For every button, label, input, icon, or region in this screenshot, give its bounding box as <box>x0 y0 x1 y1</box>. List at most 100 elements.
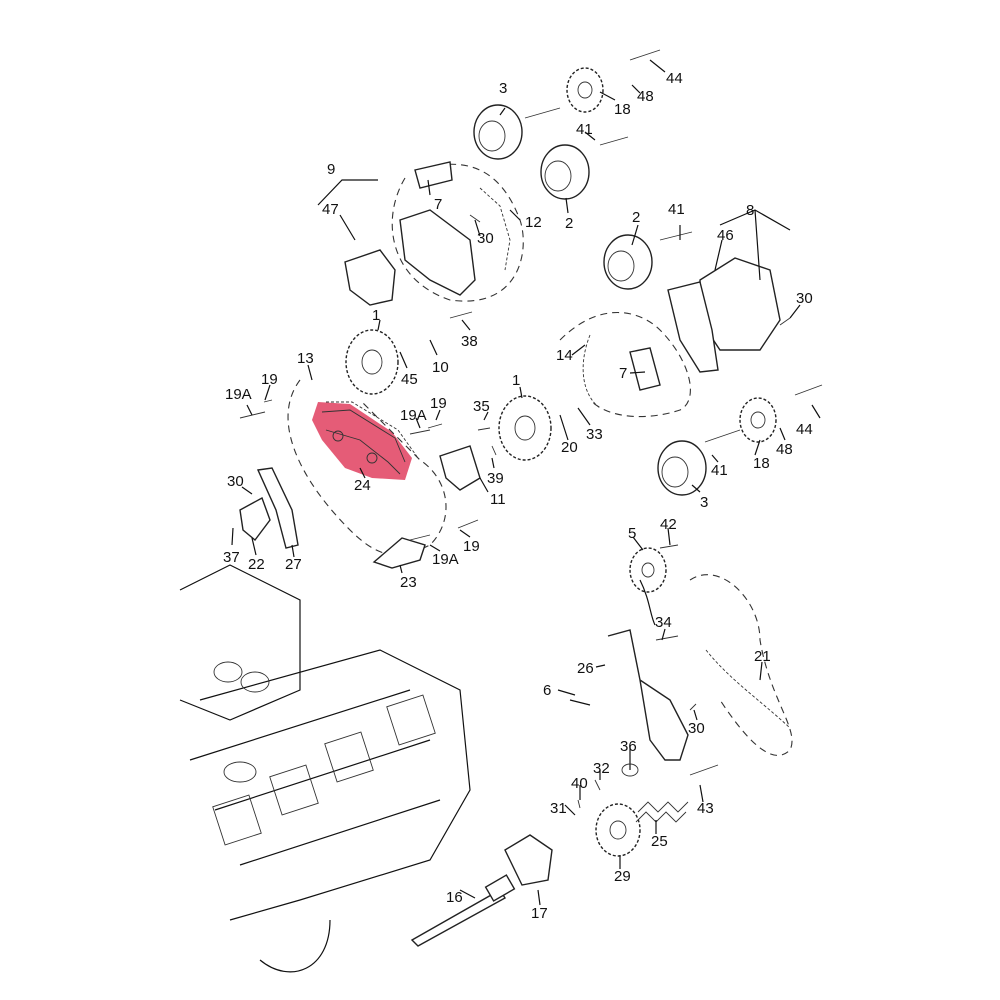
sprocket-1-middle <box>498 395 552 461</box>
label-43: 43 <box>697 800 714 817</box>
spring-25 <box>635 801 689 823</box>
label-9: 9 <box>327 161 335 178</box>
label-38: 38 <box>461 333 478 350</box>
label-17: 17 <box>531 905 548 922</box>
label-46: 46 <box>717 227 734 244</box>
label-40: 40 <box>571 775 588 792</box>
label-21: 21 <box>754 648 771 665</box>
label-47: 47 <box>322 201 339 218</box>
label-33: 33 <box>586 426 603 443</box>
guide-rail-27 <box>256 467 299 549</box>
label-14: 14 <box>556 347 573 364</box>
bracket-47 <box>344 249 396 306</box>
label-25: 25 <box>651 833 668 850</box>
sprocket-18-right <box>739 397 777 443</box>
label-20: 20 <box>561 439 578 456</box>
label-30: 30 <box>796 290 813 307</box>
label-45: 45 <box>401 371 418 388</box>
label-41: 41 <box>711 462 728 479</box>
label-29: 29 <box>614 868 631 885</box>
callout-labels: 44 48 18 3 41 2 9 47 7 30 12 8 2 41 46 3… <box>223 70 813 922</box>
shaft-16 <box>410 889 506 947</box>
camshaft-adjuster-2-right <box>603 234 653 290</box>
label-48: 48 <box>637 88 654 105</box>
guide-7-top <box>414 161 453 189</box>
label-27: 27 <box>285 556 302 573</box>
label-23: 23 <box>400 574 417 591</box>
sprocket-29 <box>595 803 641 857</box>
label-5: 5 <box>628 525 636 542</box>
camshaft-adjuster-3-top <box>473 104 523 160</box>
label-2: 2 <box>632 209 640 226</box>
label-37: 37 <box>223 549 240 566</box>
label-44: 44 <box>796 421 813 438</box>
guide-7-right <box>629 347 661 391</box>
bolts <box>239 49 823 809</box>
label-2: 2 <box>565 215 573 232</box>
engine-block <box>179 564 471 973</box>
leader-lines <box>231 59 821 906</box>
label-18: 18 <box>614 101 631 118</box>
label-30: 30 <box>227 473 244 490</box>
label-42: 42 <box>660 516 677 533</box>
label-26: 26 <box>577 660 594 677</box>
label-35: 35 <box>473 398 490 415</box>
label-1: 1 <box>372 307 380 324</box>
label-12: 12 <box>525 214 542 231</box>
chain-21 <box>705 649 791 729</box>
bracket-8 <box>667 281 719 373</box>
chain-outline-lower <box>689 574 793 756</box>
chain-12 <box>479 187 511 271</box>
label-19A: 19A <box>400 407 427 424</box>
rail-26 <box>607 629 689 761</box>
label-18: 18 <box>753 455 770 472</box>
label-7: 7 <box>434 196 442 213</box>
bracket-11 <box>439 445 481 491</box>
label-22: 22 <box>248 556 265 573</box>
tensioner-24-detail <box>321 409 406 475</box>
sprocket-1-left <box>345 329 399 395</box>
label-30: 30 <box>688 720 705 737</box>
label-41: 41 <box>668 201 685 218</box>
label-44: 44 <box>666 70 683 87</box>
oil-pump-17 <box>504 834 553 886</box>
label-19: 19 <box>463 538 480 555</box>
label-19A: 19A <box>432 551 459 568</box>
bracket-22 <box>239 496 271 542</box>
chain-24-links <box>326 401 419 459</box>
label-19: 19 <box>430 395 447 412</box>
label-30: 30 <box>477 230 494 247</box>
label-16: 16 <box>446 889 463 906</box>
label-7: 7 <box>619 365 627 382</box>
label-3: 3 <box>499 80 507 97</box>
chain-outline-middle <box>287 379 447 556</box>
chain-14 <box>582 334 601 409</box>
label-19A: 19A <box>225 386 252 403</box>
label-10: 10 <box>432 359 449 376</box>
label-6: 6 <box>543 682 551 699</box>
sprocket-18-top <box>566 67 604 113</box>
label-34: 34 <box>655 614 672 631</box>
chain-outline-upper <box>391 163 524 302</box>
label-13: 13 <box>297 350 314 367</box>
sprocket-5 <box>629 547 667 593</box>
label-1: 1 <box>512 372 520 389</box>
label-41: 41 <box>576 121 593 138</box>
camshaft-adjuster-3-right <box>657 440 707 496</box>
guide-housing-9 <box>399 209 476 296</box>
chain-outline-right <box>559 311 691 418</box>
label-39: 39 <box>487 470 504 487</box>
tensioner-23 <box>372 537 426 569</box>
camshaft-adjuster-2-top <box>540 144 590 200</box>
label-48: 48 <box>776 441 793 458</box>
label-36: 36 <box>620 738 637 755</box>
label-11: 11 <box>490 491 506 508</box>
label-19: 19 <box>261 371 278 388</box>
label-3: 3 <box>700 494 708 511</box>
label-31: 31 <box>550 800 567 817</box>
label-24: 24 <box>354 477 371 494</box>
label-8: 8 <box>746 202 754 219</box>
label-32: 32 <box>593 760 610 777</box>
